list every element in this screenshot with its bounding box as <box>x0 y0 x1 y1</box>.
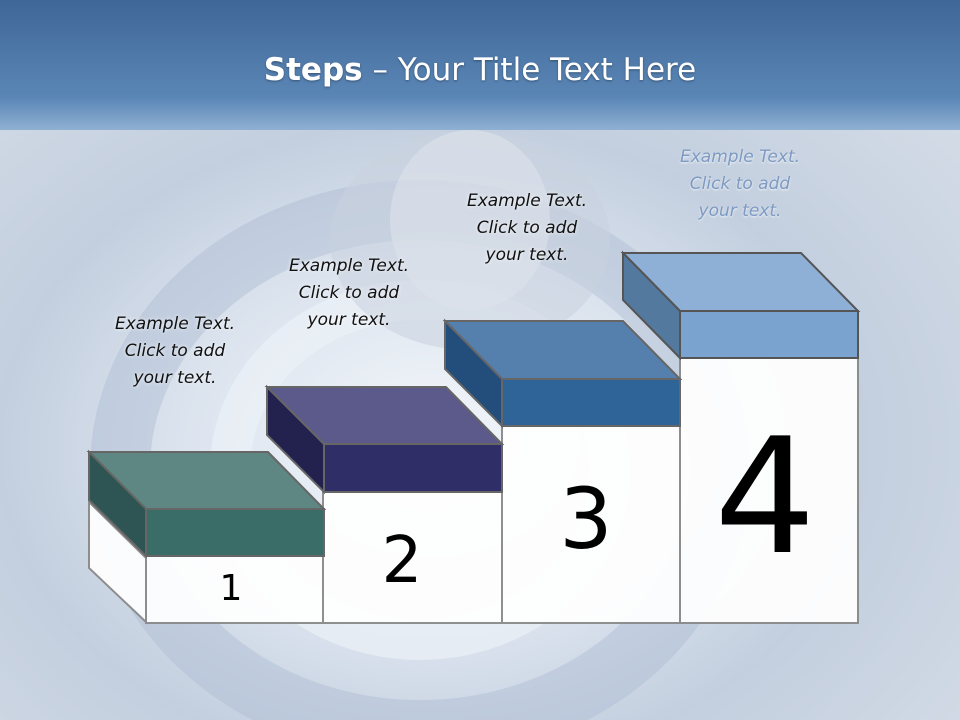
step-block-3 <box>442 318 683 429</box>
page-title[interactable]: Steps – Your Title Text Here <box>0 52 960 88</box>
caption-line: your text. <box>133 368 217 388</box>
title-rest: – Your Title Text Here <box>362 52 697 88</box>
pedestal-2 <box>322 491 503 624</box>
caption-line: your text. <box>485 245 569 265</box>
caption-line: Example Text. <box>114 314 236 334</box>
step-block-1 <box>86 449 327 559</box>
pedestal-3 <box>501 424 681 624</box>
caption-line: Click to add <box>298 283 400 303</box>
step-caption-3[interactable]: Example Text. Click to add your text. <box>437 188 617 269</box>
step-number-4: 4 <box>714 403 816 590</box>
caption-line: Example Text. <box>466 191 588 211</box>
title-bold: Steps <box>263 52 363 88</box>
step-number-2: 2 <box>381 524 423 598</box>
step-number-3: 3 <box>559 470 613 568</box>
step-caption-4[interactable]: Example Text. Click to add your text. <box>650 144 830 225</box>
step-block-2 <box>264 384 505 495</box>
step-number-1: 1 <box>219 568 243 609</box>
caption-line: your text. <box>698 201 782 221</box>
caption-line: Example Text. <box>288 256 410 276</box>
step-caption-1[interactable]: Example Text. Click to add your text. <box>85 311 265 392</box>
caption-line: your text. <box>307 310 391 330</box>
step-caption-2[interactable]: Example Text. Click to add your text. <box>259 253 439 334</box>
caption-line: Click to add <box>689 174 791 194</box>
caption-line: Example Text. <box>679 147 801 167</box>
step-block-4 <box>620 250 861 361</box>
caption-line: Click to add <box>476 218 578 238</box>
caption-line: Click to add <box>124 341 226 361</box>
